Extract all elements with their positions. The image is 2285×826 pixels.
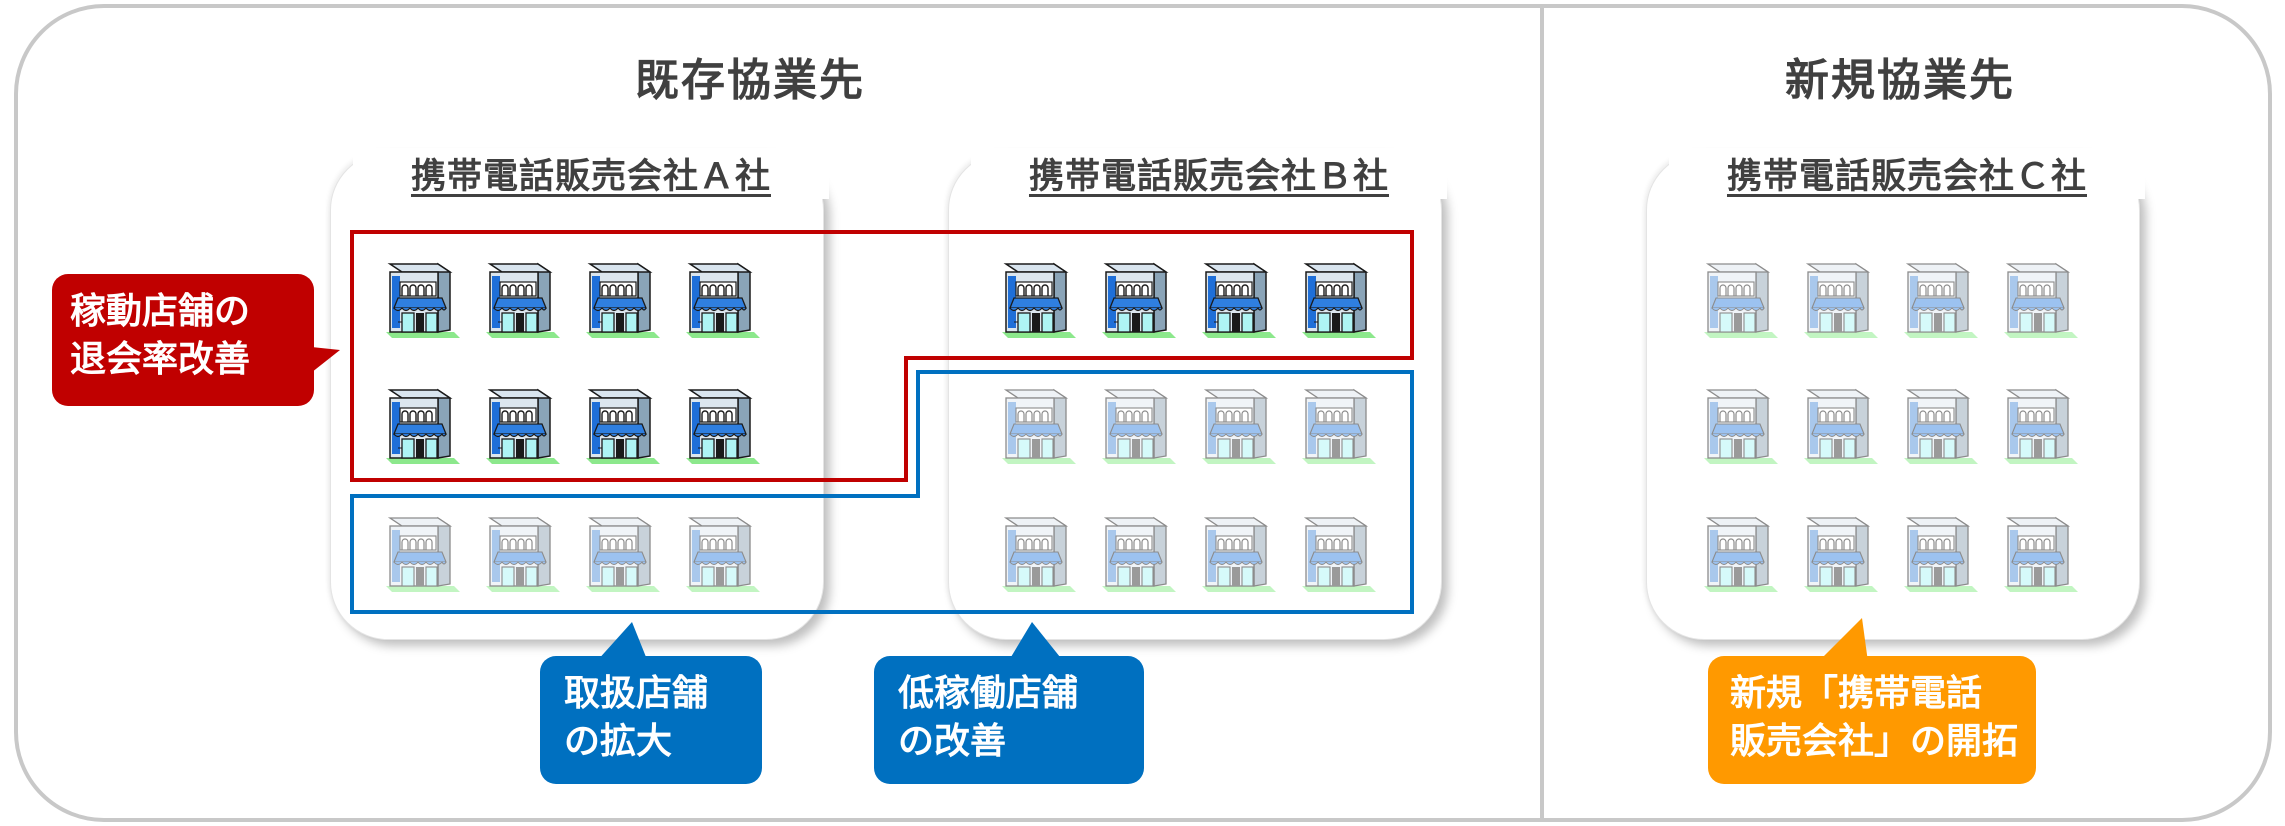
store-active-icon (680, 384, 764, 468)
store-inactive-icon (1096, 384, 1180, 468)
store-inactive-icon (1998, 384, 2082, 468)
store-active-icon (1096, 258, 1180, 342)
store-inactive-icon (580, 512, 664, 596)
retention-callout-line2: 退会率改善 (70, 339, 251, 380)
expand-callout-line2: の拡大 (564, 721, 673, 762)
store-inactive-icon (480, 512, 564, 596)
store-active-icon (1296, 258, 1380, 342)
new-partner-callout-line1: 新規「携帯電話 (1730, 673, 1983, 714)
store-inactive-icon (380, 512, 464, 596)
store-active-icon (680, 258, 764, 342)
new-partners-title: 新規協業先 (1785, 55, 2015, 106)
expand-callout-pointer (596, 622, 648, 662)
store-inactive-icon (1296, 512, 1380, 596)
low-activity-callout-line1: 低稼働店舗 (898, 673, 1079, 714)
low-activity-callout-line2: の改善 (898, 721, 1007, 762)
new-partner-callout-pointer (1818, 618, 1868, 662)
company-b-label: 携帯電話販売会社Ｂ社 (971, 148, 1447, 199)
store-active-icon (1196, 258, 1280, 342)
retention-callout-line1: 稼動店舗の (70, 291, 251, 332)
new-partner-callout: 新規「携帯電話 販売会社」の開拓 (1708, 656, 2036, 784)
low-activity-callout-pointer (1008, 622, 1064, 662)
store-inactive-icon (1798, 384, 1882, 468)
retention-callout: 稼動店舗の 退会率改善 (52, 274, 314, 406)
store-inactive-icon (996, 512, 1080, 596)
store-active-icon (380, 258, 464, 342)
store-active-icon (580, 384, 664, 468)
store-active-icon (996, 258, 1080, 342)
store-inactive-icon (1196, 512, 1280, 596)
expand-callout-line1: 取扱店舗 (564, 673, 709, 714)
store-inactive-icon (1698, 512, 1782, 596)
store-inactive-icon (1698, 384, 1782, 468)
company-c-label: 携帯電話販売会社Ｃ社 (1669, 148, 2145, 199)
store-inactive-icon (1196, 384, 1280, 468)
store-inactive-icon (1296, 384, 1380, 468)
store-inactive-icon (1898, 384, 1982, 468)
store-inactive-icon (996, 384, 1080, 468)
store-active-icon (480, 258, 564, 342)
store-active-icon (580, 258, 664, 342)
low-activity-callout: 低稼働店舗 の改善 (874, 656, 1144, 784)
existing-partners-title: 既存協業先 (635, 55, 865, 106)
section-divider (1540, 8, 1544, 818)
new-partner-callout-line2: 販売会社」の開拓 (1730, 721, 2019, 762)
expansion-region (350, 370, 1414, 614)
active-stores-region (350, 230, 1414, 482)
company-a-label: 携帯電話販売会社Ａ社 (353, 148, 829, 199)
expand-callout: 取扱店舗 の拡大 (540, 656, 762, 784)
store-inactive-icon (1998, 512, 2082, 596)
store-inactive-icon (1898, 258, 1982, 342)
store-active-icon (480, 384, 564, 468)
store-active-icon (380, 384, 464, 468)
store-inactive-icon (1998, 258, 2082, 342)
store-inactive-icon (1898, 512, 1982, 596)
store-inactive-icon (1798, 512, 1882, 596)
store-inactive-icon (1798, 258, 1882, 342)
store-inactive-icon (1096, 512, 1180, 596)
store-inactive-icon (680, 512, 764, 596)
store-inactive-icon (1698, 258, 1782, 342)
